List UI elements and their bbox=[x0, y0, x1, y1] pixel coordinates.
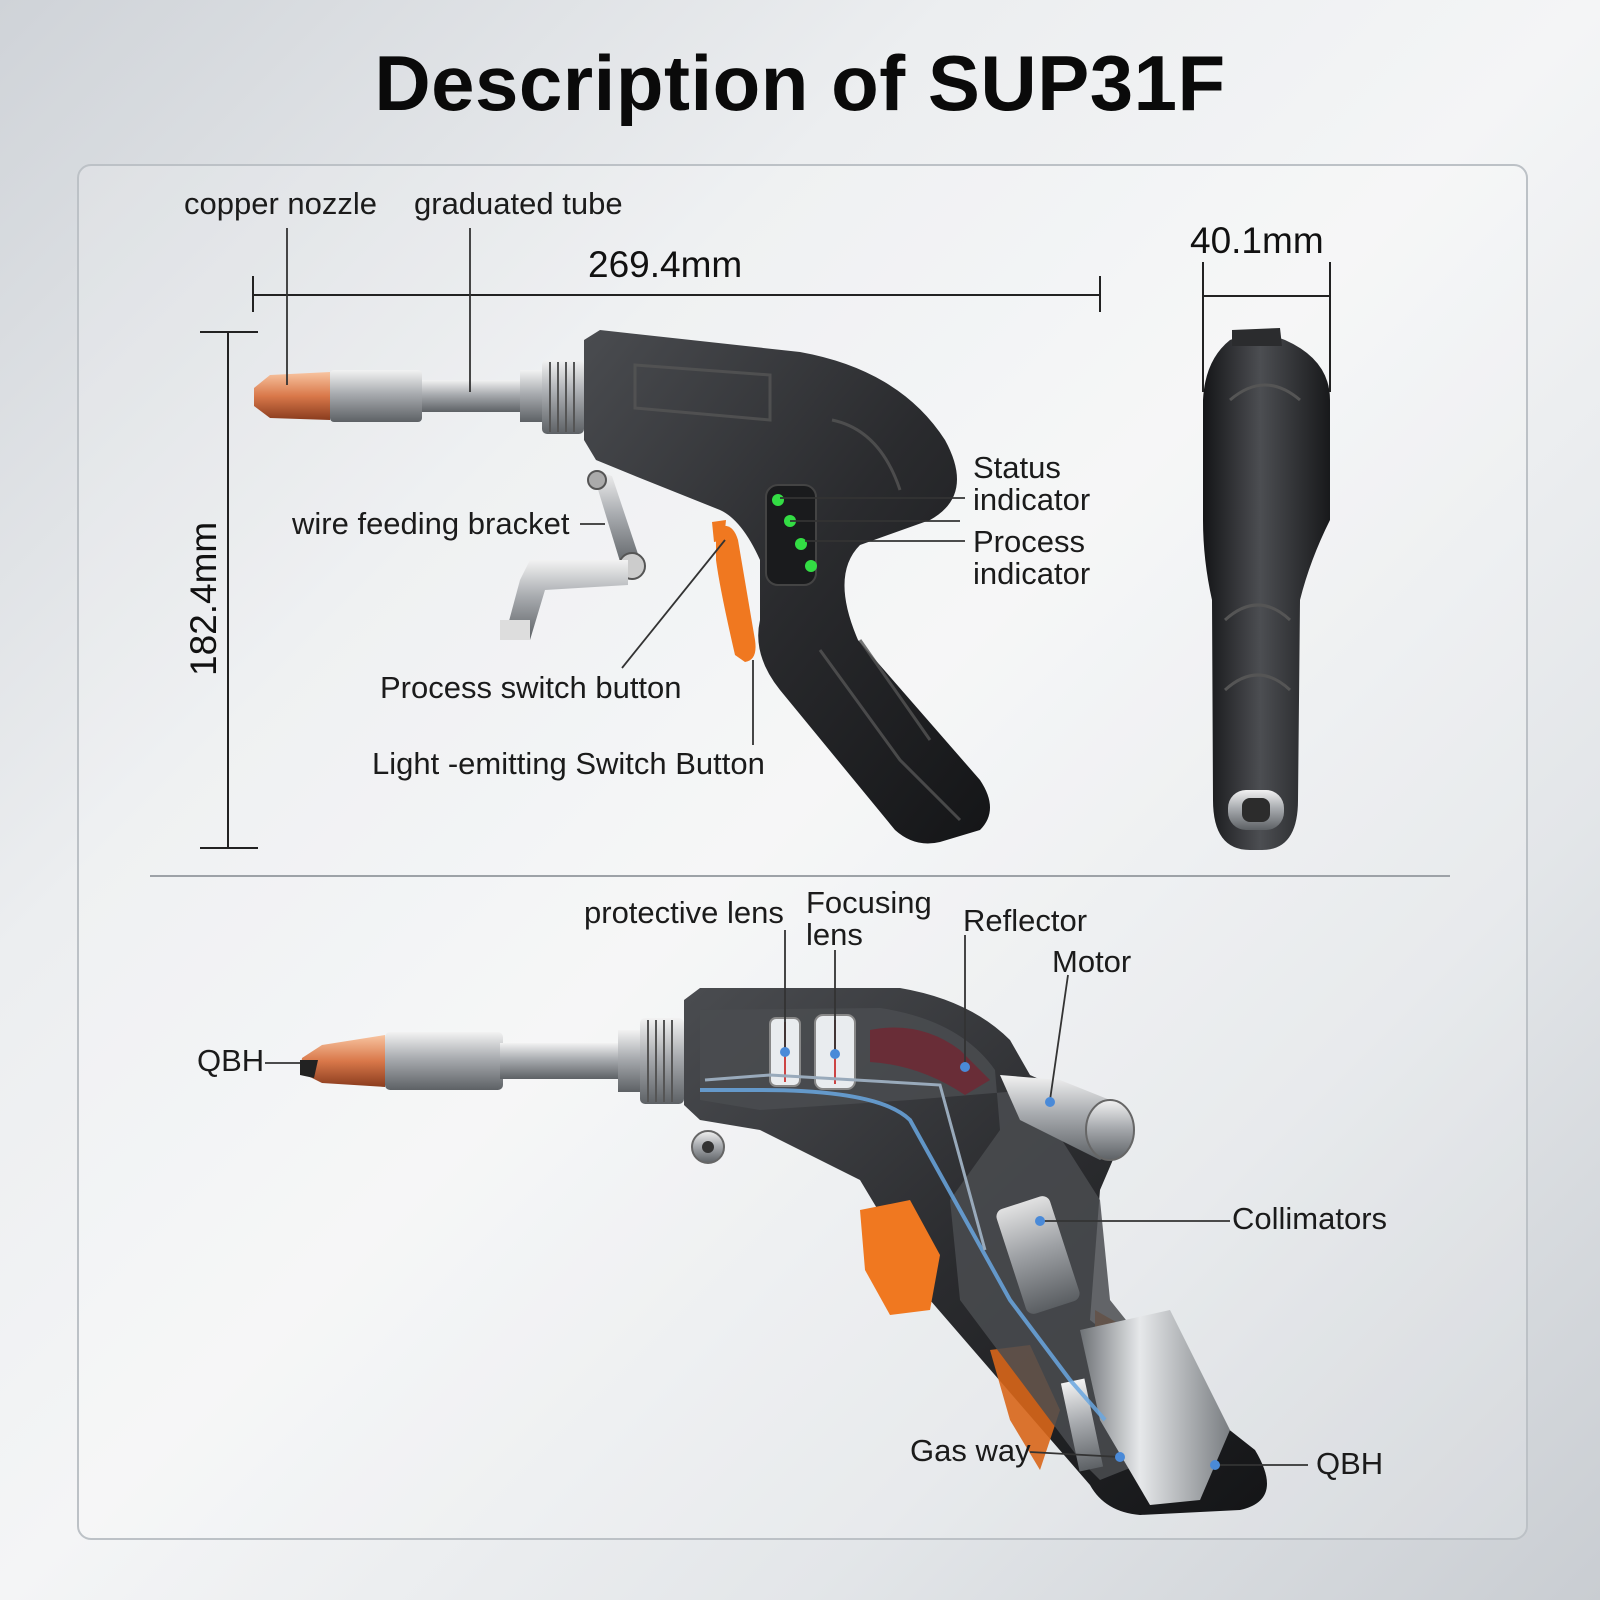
status-indicator-label-line2: indicator bbox=[973, 482, 1091, 517]
length-dimension-label: 269.4mm bbox=[588, 244, 743, 285]
gun-cutaway-view bbox=[300, 988, 1267, 1515]
wire-feeding-bracket-label: wire feeding bracket bbox=[292, 506, 570, 541]
process-switch-button-label: Process switch button bbox=[380, 670, 682, 705]
gun-side-view bbox=[254, 330, 990, 844]
height-dimension-label: 182.4mm bbox=[183, 521, 224, 676]
focusing-lens-label-line2: lens bbox=[806, 917, 863, 952]
gas-way-label: Gas way bbox=[910, 1433, 1031, 1468]
process-indicator-label-line2: indicator bbox=[973, 556, 1091, 591]
section-divider bbox=[150, 875, 1450, 877]
motor-label: Motor bbox=[1052, 944, 1132, 979]
light-switch-button-label: Light -emitting Switch Button bbox=[372, 746, 765, 781]
length-dimension-line bbox=[252, 276, 1101, 312]
focusing-lens-label-line1: Focusing bbox=[806, 885, 932, 920]
bottom-leader-lines bbox=[265, 930, 1308, 1466]
width-dimension-label: 40.1mm bbox=[1190, 220, 1324, 261]
protective-lens-label: protective lens bbox=[584, 895, 784, 930]
height-dimension-line bbox=[200, 331, 258, 849]
process-indicator-label-line1: Process bbox=[973, 524, 1085, 559]
copper-nozzle-label: copper nozzle bbox=[184, 186, 378, 221]
reflector-label: Reflector bbox=[963, 903, 1088, 938]
collimators-label: Collimators bbox=[1232, 1201, 1388, 1236]
gun-back-view bbox=[1203, 328, 1330, 850]
qbh-right-label: QBH bbox=[1316, 1446, 1384, 1481]
bottom-leader-dots bbox=[780, 1047, 1220, 1470]
graduated-tube-label: graduated tube bbox=[414, 186, 623, 221]
qbh-left-label: QBH bbox=[197, 1043, 265, 1078]
width-dimension-line bbox=[1202, 262, 1331, 392]
page-title: Description of SUP31F bbox=[374, 39, 1226, 127]
status-indicator-label-line1: Status bbox=[973, 450, 1061, 485]
top-leader-lines bbox=[286, 228, 965, 745]
